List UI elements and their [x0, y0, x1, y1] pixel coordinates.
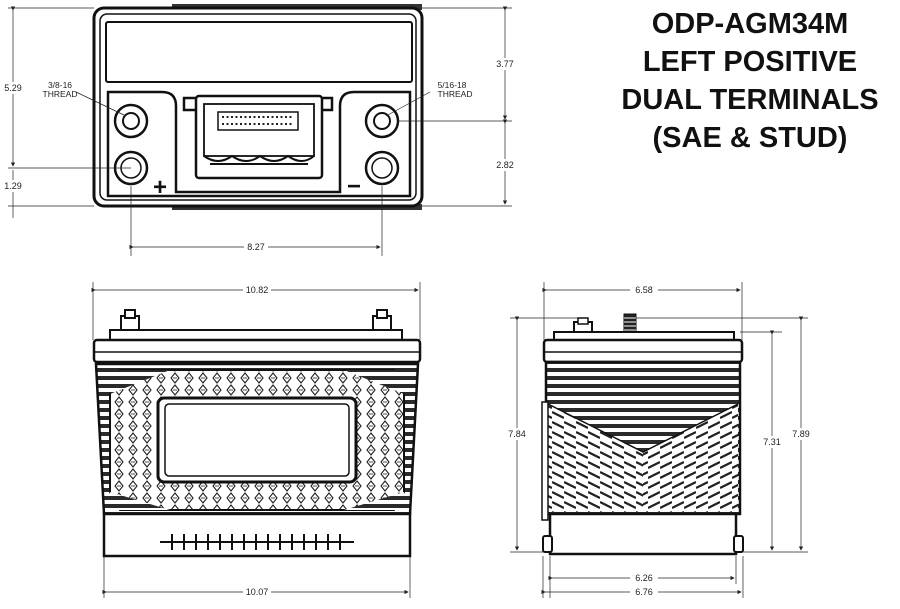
dim-bottom-height: 1.29: [4, 181, 22, 191]
front-dim-bottom-width: 10.07: [246, 587, 269, 597]
dim-lower-right: 2.82: [496, 160, 514, 170]
title-terminal-standard: (SAE & STUD): [652, 122, 848, 154]
side-dim-base-outer: 6.76: [635, 587, 653, 597]
dim-total-height: 5.29: [4, 83, 22, 93]
top-lower-frame: [106, 90, 412, 198]
handle-icon: [182, 94, 334, 180]
side-dim-total-height: 7.84: [508, 429, 526, 439]
front-view: 10.82 10.07: [91, 282, 422, 598]
dim-terminal-spacing: 8.27: [247, 242, 265, 252]
front-hold-down-ledge: [160, 534, 354, 550]
side-dim-stud-height: 7.89: [792, 429, 810, 439]
negative-mark: −: [347, 173, 361, 200]
top-view: + − 3/8-16 THREAD 5/16-18 THREAD: [2, 4, 516, 256]
title-terminal-type: DUAL TERMINALS: [621, 84, 879, 116]
side-dim-top-width: 6.58: [635, 285, 653, 295]
side-base: [548, 512, 738, 556]
positive-mark: +: [153, 174, 167, 201]
left-thread-size: 3/8-16: [48, 80, 72, 90]
title-model: ODP-AGM34M: [651, 8, 849, 40]
top-upper-panel: [105, 21, 413, 83]
side-dim-base-inner: 6.26: [635, 573, 653, 583]
side-view: 6.58 7.84 7.31 7.89 6.26 6.76: [505, 282, 813, 598]
right-thread-size: 5/16-18: [438, 80, 467, 90]
front-dim-top-width: 10.82: [246, 285, 269, 295]
title-polarity: LEFT POSITIVE: [642, 46, 858, 78]
side-dim-case-height: 7.31: [763, 437, 781, 447]
right-thread-word: THREAD: [438, 89, 473, 99]
front-lid: [92, 338, 422, 364]
dim-upper-right: 3.77: [496, 59, 514, 69]
left-thread-word: THREAD: [43, 89, 78, 99]
side-lid: [542, 338, 744, 364]
